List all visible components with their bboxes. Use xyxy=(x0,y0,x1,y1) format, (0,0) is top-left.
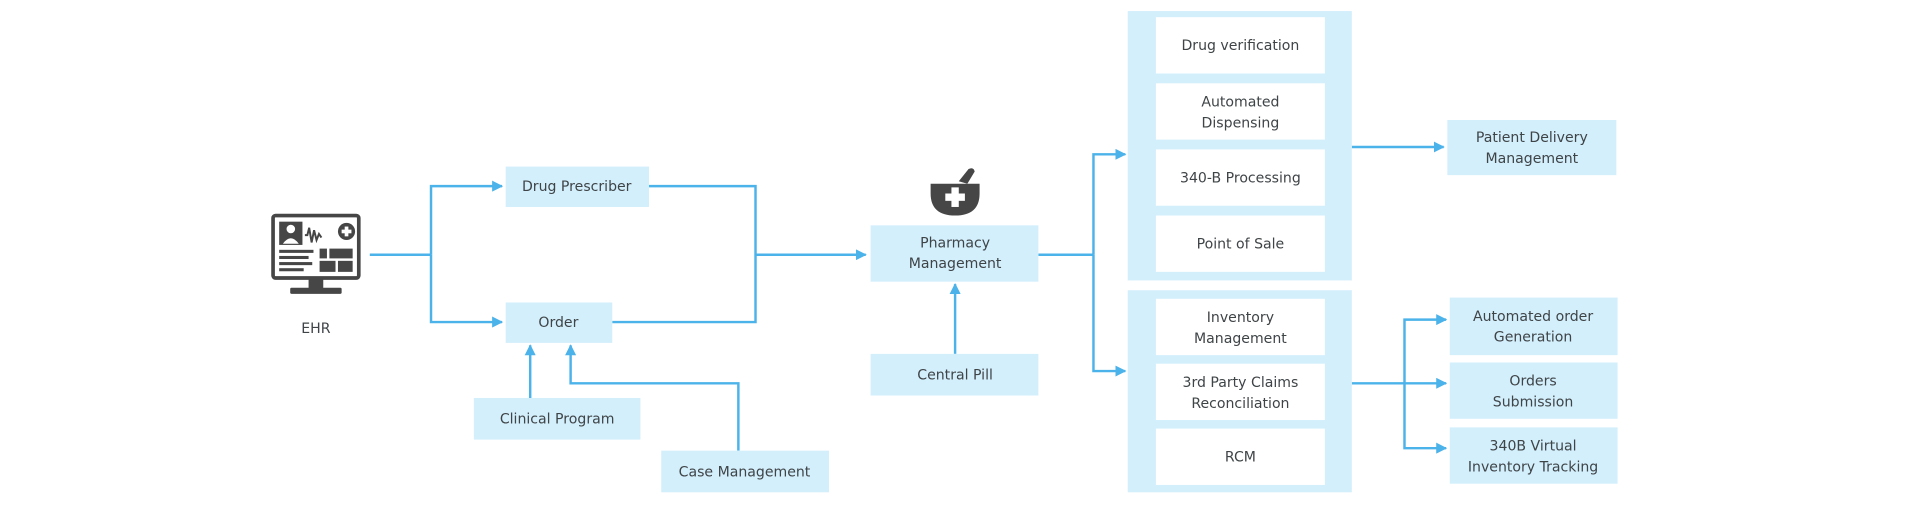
rcm-node[interactable]: RCM xyxy=(1155,428,1325,485)
340b-virtual-label-line2: Inventory Tracking xyxy=(1468,459,1598,475)
third-party-claims-node[interactable]: 3rd Party Claims Reconciliation xyxy=(1155,363,1325,421)
340b-virtual-inventory-node[interactable]: 340B Virtual Inventory Tracking xyxy=(1449,427,1618,484)
third-party-claims-label-line1: 3rd Party Claims xyxy=(1182,375,1298,391)
mortar-pestle-plus-icon xyxy=(930,168,980,216)
central-pill-label: Central Pill xyxy=(917,368,993,384)
point-of-sale-label: Point of Sale xyxy=(1197,237,1285,253)
orders-submission-label-line2: Submission xyxy=(1493,395,1574,411)
automated-order-generation-node[interactable]: Automated order Generation xyxy=(1449,297,1618,356)
340b-virtual-label-line1: 340B Virtual xyxy=(1490,439,1577,455)
order-node[interactable]: Order xyxy=(505,302,613,343)
patient-delivery-label-line1: Patient Delivery xyxy=(1476,130,1588,146)
automated-order-label-line2: Generation xyxy=(1494,330,1573,346)
orders-submission-node[interactable]: Orders Submission xyxy=(1449,362,1618,419)
drug-verification-node[interactable]: Drug verification xyxy=(1155,17,1325,74)
arrow-to-automated-order xyxy=(1403,314,1448,384)
orders-submission-label-line1: Orders xyxy=(1509,374,1556,390)
third-party-claims-label-line2: Reconciliation xyxy=(1191,396,1289,412)
arrow-case-to-order xyxy=(565,344,740,451)
drug-prescriber-node[interactable]: Drug Prescriber xyxy=(505,166,649,207)
pharmacy-management-node[interactable]: Pharmacy Management xyxy=(870,225,1039,282)
rcm-label: RCM xyxy=(1225,450,1256,466)
case-management-label: Case Management xyxy=(679,464,811,480)
arrow-to-drug-prescriber xyxy=(429,180,504,255)
340b-processing-label: 340-B Processing xyxy=(1180,170,1301,186)
automated-dispensing-label-line1: Automated xyxy=(1201,95,1279,111)
case-management-node[interactable]: Case Management xyxy=(661,450,829,493)
pharmacy-management-label-line2: Management xyxy=(909,256,1002,272)
inventory-management-label-line1: Inventory xyxy=(1207,310,1274,326)
arrow-to-bottom-group xyxy=(1092,254,1127,377)
inventory-management-label-line2: Management xyxy=(1194,331,1287,347)
drug-verification-label: Drug verification xyxy=(1181,38,1299,54)
ehr-label: EHR xyxy=(301,321,330,337)
inventory-management-node[interactable]: Inventory Management xyxy=(1155,298,1325,356)
automated-order-label-line1: Automated order xyxy=(1473,309,1593,325)
automated-dispensing-node[interactable]: Automated Dispensing xyxy=(1155,83,1325,140)
arrow-to-order xyxy=(429,254,504,328)
central-pill-node[interactable]: Central Pill xyxy=(870,353,1039,396)
patient-delivery-node[interactable]: Patient Delivery Management xyxy=(1447,120,1617,176)
automated-dispensing-label-line2: Dispensing xyxy=(1202,115,1280,131)
clinical-program-label: Clinical Program xyxy=(500,412,615,428)
drug-prescriber-label: Drug Prescriber xyxy=(522,179,632,195)
order-label: Order xyxy=(538,315,578,331)
computer-monitor-medical-record-icon xyxy=(271,213,361,294)
arrow-to-340b-virtual xyxy=(1403,383,1448,454)
patient-delivery-label-line2: Management xyxy=(1485,151,1578,167)
top-group: Drug verification Automated Dispensing 3… xyxy=(1127,11,1352,281)
connectors xyxy=(369,141,1448,454)
pharmacy-management-label-line1: Pharmacy xyxy=(920,235,990,251)
point-of-sale-node[interactable]: Point of Sale xyxy=(1155,215,1325,272)
340b-processing-node[interactable]: 340-B Processing xyxy=(1155,149,1325,206)
clinical-program-node[interactable]: Clinical Program xyxy=(473,397,641,440)
bottom-group: Inventory Management 3rd Party Claims Re… xyxy=(1127,290,1352,493)
arrow-to-top-group xyxy=(1092,148,1127,255)
